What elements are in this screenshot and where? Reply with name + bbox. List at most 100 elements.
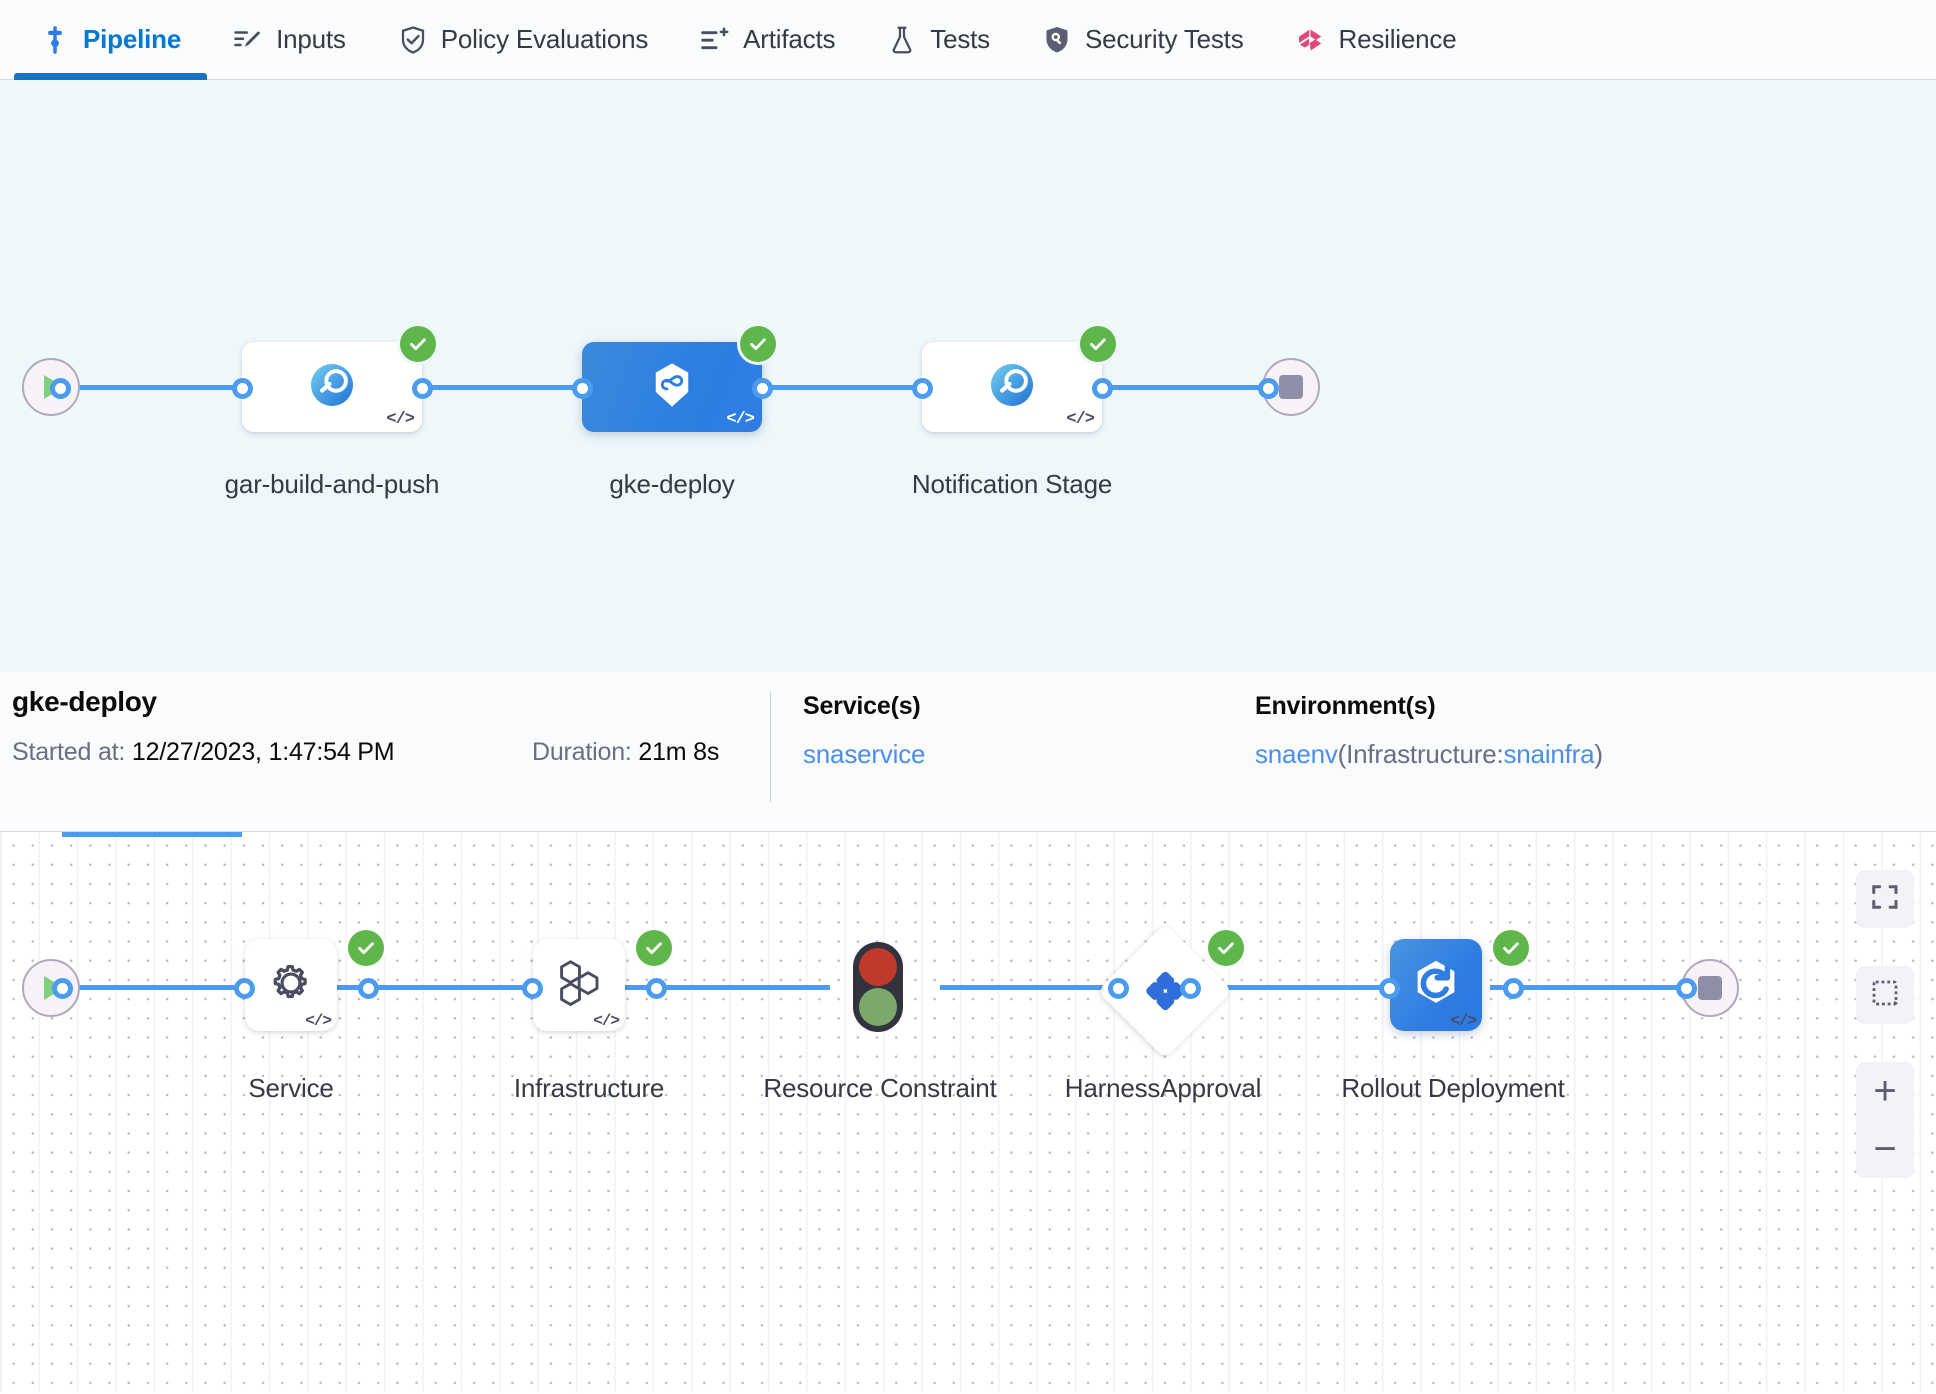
status-badge-success: [636, 930, 672, 966]
step-label: Rollout Deployment: [1341, 1073, 1565, 1103]
stage-output-port[interactable]: [1092, 378, 1113, 399]
connector-line: [540, 985, 830, 990]
stage-label: gar-build-and-push: [224, 469, 440, 499]
fullscreen-icon: [1870, 882, 1900, 917]
select-area-button[interactable]: [1856, 966, 1914, 1024]
stop-icon: [1698, 976, 1722, 1000]
step-output-port[interactable]: [358, 978, 379, 999]
step-label: Resource Constraint: [763, 1073, 997, 1103]
zoom-in-button[interactable]: +: [1873, 1069, 1897, 1113]
tab-tests[interactable]: Tests: [861, 0, 1016, 80]
security-shield-icon: [1042, 25, 1072, 55]
tab-label: Inputs: [276, 24, 346, 54]
started-at-value: 12/27/2023, 1:47:54 PM: [131, 738, 395, 766]
status-badge-success: [1493, 930, 1529, 966]
deploy-hex-icon: [646, 359, 698, 416]
step-input-port[interactable]: [1379, 978, 1400, 999]
stage-details-bar: gke-deploy Started at: 12/27/2023, 1:47:…: [0, 672, 1936, 832]
tab-artifacts[interactable]: Artifacts: [674, 0, 861, 80]
connector-line: [60, 385, 250, 390]
connector-line: [1190, 985, 1395, 990]
tab-label: Artifacts: [743, 24, 836, 54]
pipeline-stage-graph[interactable]: </> gar-build-and-push </> gke-deploy: [0, 80, 1936, 672]
stage-input-port[interactable]: [572, 378, 593, 399]
stage-input-port[interactable]: [232, 378, 253, 399]
step-node-service[interactable]: </>: [245, 939, 337, 1031]
end-port[interactable]: [1676, 978, 1697, 999]
rollout-hex-icon: [1407, 954, 1465, 1017]
duration-label: Duration:: [532, 738, 632, 766]
zoom-out-button[interactable]: −: [1873, 1127, 1897, 1171]
stage-output-port[interactable]: [412, 378, 433, 399]
fit-to-screen-button[interactable]: [1856, 870, 1914, 928]
tab-label: Pipeline: [83, 24, 182, 54]
stage-node-gke-deploy[interactable]: </>: [582, 342, 762, 432]
connector-line: [1490, 985, 1680, 990]
connector-line: [755, 385, 925, 390]
status-badge-success: [740, 326, 776, 362]
build-circle-icon: [304, 357, 360, 418]
policy-shield-icon: [398, 25, 428, 55]
connector-line: [940, 985, 1115, 990]
status-badge-success: [400, 326, 436, 362]
step-output-port[interactable]: [646, 978, 667, 999]
execution-tab-bar: Pipeline Inputs Policy Evaluations: [0, 0, 1936, 80]
environments-column: Environment(s) snaenv(Infrastructure:sna…: [1255, 692, 1603, 802]
page-title: gke-deploy: [12, 686, 157, 717]
build-circle-icon: [984, 357, 1040, 418]
code-badge[interactable]: </>: [386, 410, 415, 429]
tab-inputs[interactable]: Inputs: [207, 0, 372, 80]
start-port[interactable]: [52, 978, 73, 999]
status-badge-success: [1080, 326, 1116, 362]
end-port[interactable]: [1258, 378, 1279, 399]
tab-label: Security Tests: [1084, 24, 1244, 54]
tab-security-tests[interactable]: Security Tests: [1016, 0, 1270, 80]
step-output-port[interactable]: [1180, 978, 1201, 999]
tab-pipeline[interactable]: Pipeline: [14, 0, 208, 80]
traffic-light-red-icon: [859, 948, 897, 986]
step-input-port[interactable]: [1108, 978, 1129, 999]
stage-input-port[interactable]: [912, 378, 933, 399]
service-link[interactable]: snaservice: [803, 739, 926, 769]
environments-label: Environment(s): [1255, 692, 1436, 720]
code-badge[interactable]: </>: [726, 410, 755, 429]
step-output-port[interactable]: [1503, 978, 1524, 999]
connector-line: [62, 832, 242, 837]
stage-output-port[interactable]: [752, 378, 773, 399]
code-badge[interactable]: </>: [1450, 1012, 1477, 1030]
code-badge[interactable]: </>: [1066, 410, 1095, 429]
inputs-icon: [233, 25, 263, 55]
started-at-label: Started at:: [12, 738, 126, 766]
duration-value: 21m 8s: [638, 738, 720, 766]
code-badge[interactable]: </>: [305, 1012, 332, 1030]
step-input-port[interactable]: [234, 978, 255, 999]
infrastructure-suffix: ): [1594, 739, 1603, 769]
flask-icon: [887, 25, 917, 55]
stop-icon: [1279, 375, 1303, 399]
canvas-controls: + −: [1856, 870, 1914, 1178]
step-input-port[interactable]: [522, 978, 543, 999]
step-node-rollout-deployment[interactable]: </>: [1390, 939, 1482, 1031]
hexagons-icon: [550, 954, 608, 1017]
connector-line: [62, 985, 244, 990]
services-column: Service(s) snaservice: [770, 692, 925, 802]
tab-label: Tests: [930, 24, 990, 54]
infrastructure-link[interactable]: snainfra: [1503, 739, 1595, 769]
stage-node-notification-stage[interactable]: </>: [922, 342, 1102, 432]
stage-node-gar-build-and-push[interactable]: </>: [242, 342, 422, 432]
stage-label: Notification Stage: [911, 469, 1113, 499]
step-execution-graph[interactable]: </> Service </> Infrastructure Resource …: [0, 832, 1936, 1393]
tab-policy-evaluations[interactable]: Policy Evaluations: [372, 0, 674, 80]
start-port[interactable]: [50, 378, 71, 399]
step-node-resource-constraint[interactable]: [853, 942, 903, 1032]
tab-resilience[interactable]: Resilience: [1270, 0, 1483, 80]
artifacts-icon: [700, 25, 730, 55]
connector-line: [366, 985, 546, 990]
infrastructure-prefix: (Infrastructure:: [1337, 739, 1504, 769]
pipeline-icon: [40, 25, 70, 55]
step-node-infrastructure[interactable]: </>: [533, 939, 625, 1031]
tab-label: Resilience: [1338, 24, 1457, 54]
code-badge[interactable]: </>: [593, 1012, 620, 1030]
status-badge-success: [1208, 930, 1244, 966]
environment-link[interactable]: snaenv: [1255, 739, 1338, 769]
